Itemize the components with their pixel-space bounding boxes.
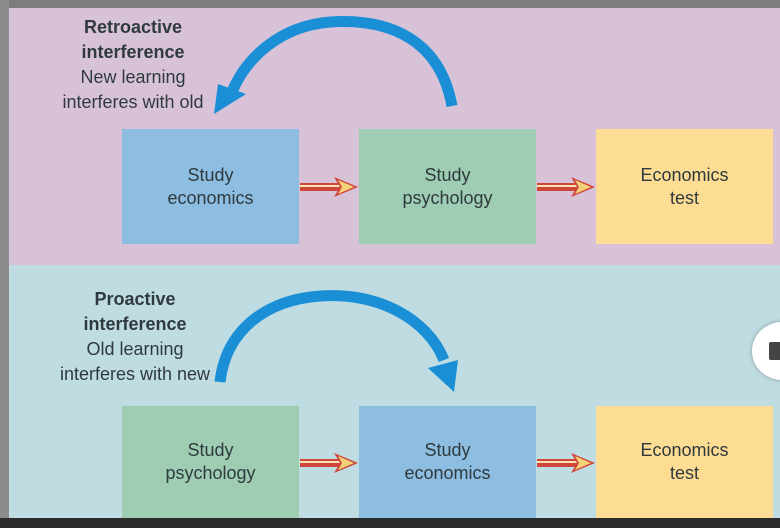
proactive-box-study-psychology: Study psychology	[122, 406, 299, 518]
retroactive-desc-line2: interferes with old	[62, 92, 204, 112]
box-label: Economics test	[640, 440, 729, 483]
proactive-box-study-economics: Study economics	[359, 406, 536, 518]
proactive-desc-line1: Old learning	[86, 339, 184, 359]
retroactive-curve-arrow	[214, 16, 458, 114]
retroactive-heading-line2: interference	[81, 42, 185, 62]
retroactive-desc-line1: New learning	[80, 67, 186, 87]
retroactive-box-study-economics: Study economics	[122, 129, 299, 244]
box-label: Study psychology	[165, 440, 256, 483]
side-panel-icon	[769, 342, 780, 360]
box-label: Economics test	[640, 164, 729, 208]
proactive-heading-line1: Proactive	[94, 289, 176, 309]
bottom-border	[0, 518, 780, 528]
proactive-link-arrow-1	[300, 453, 358, 473]
box-label: Study economics	[404, 440, 491, 483]
top-border	[0, 0, 780, 8]
retroactive-box-economics-test: Economics test	[596, 129, 773, 244]
proactive-caption: Proactive interference Old learning inte…	[55, 287, 215, 387]
retroactive-box-study-psychology: Study psychology	[359, 129, 536, 244]
retroactive-link-arrow-1	[300, 177, 358, 197]
retroactive-heading-line1: Retroactive	[83, 17, 183, 37]
box-label: Study economics	[167, 164, 254, 208]
proactive-link-arrow-2	[537, 453, 595, 473]
box-label: Study psychology	[402, 164, 493, 208]
proactive-heading-line2: interference	[83, 314, 187, 334]
retroactive-link-arrow-2	[537, 177, 595, 197]
proactive-curve-arrow	[214, 290, 458, 392]
proactive-box-economics-test: Economics test	[596, 406, 773, 518]
retroactive-caption: Retroactive interference New learning in…	[58, 15, 208, 115]
left-border	[0, 0, 9, 528]
proactive-desc-line2: interferes with new	[59, 364, 211, 384]
